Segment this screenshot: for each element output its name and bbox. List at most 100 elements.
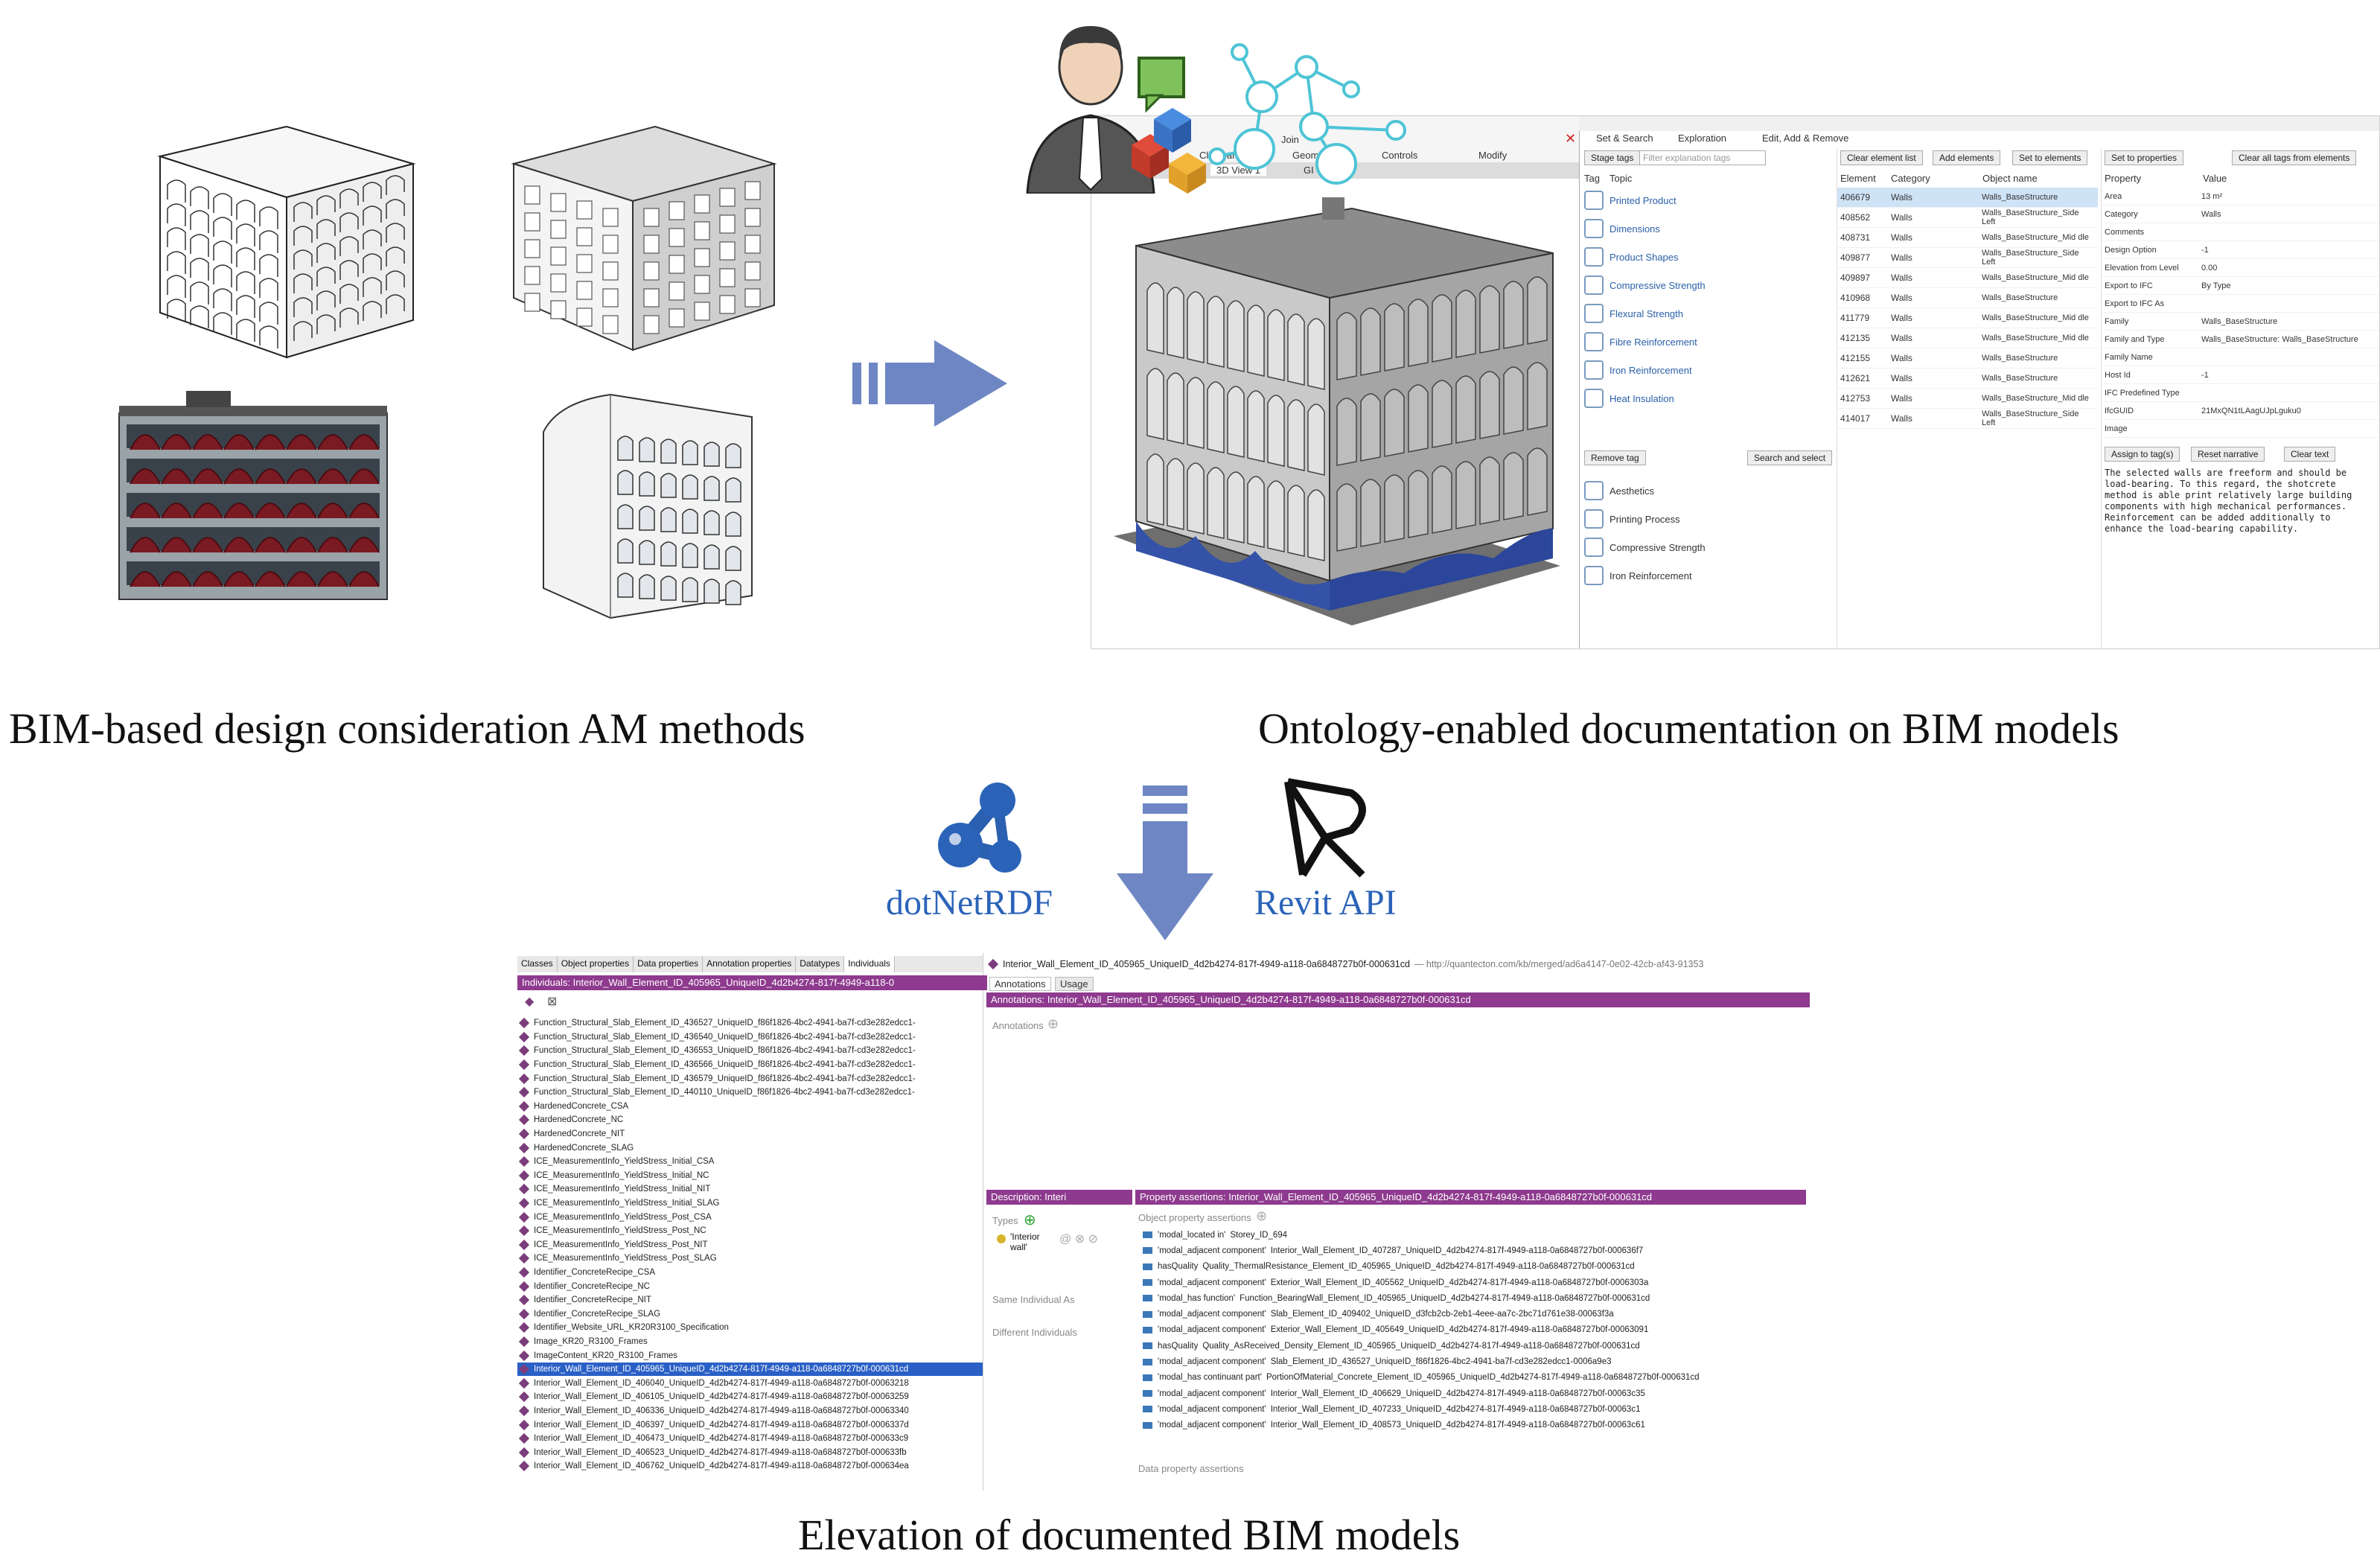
type-action-icons[interactable]: @ ⊗ ⊘ [1059,1233,1098,1246]
clear-all-tags-button[interactable]: Clear all tags from elements [2232,150,2357,165]
individual-item[interactable]: Function_Structural_Slab_Element_ID_4365… [517,1030,983,1045]
individual-item[interactable]: Interior_Wall_Element_ID_406105_UniqueID… [517,1390,983,1404]
delete-individual-icon[interactable]: ⊠ [547,995,558,1008]
tag-item[interactable]: Iron Reinforcement [1580,356,1833,384]
property-row[interactable]: Family Name [2102,348,2379,366]
assertion-row[interactable]: 'modal_adjacent component'Exterior_Wall_… [1143,1275,1809,1290]
individual-item[interactable]: Interior_Wall_Element_ID_405965_UniqueID… [517,1362,983,1377]
assertion-row[interactable]: 'modal_adjacent component'Slab_Element_I… [1143,1306,1809,1322]
stage-tags-button[interactable]: Stage tags [1584,150,1641,165]
tag-item[interactable]: Printed Product [1580,186,1833,214]
individual-item[interactable]: Interior_Wall_Element_ID_406473_UniqueID… [517,1432,983,1446]
individual-item[interactable]: Function_Structural_Slab_Element_ID_4365… [517,1071,983,1086]
set-to-properties-button[interactable]: Set to properties [2105,150,2184,165]
property-row[interactable]: Comments [2102,223,2379,241]
narrative-textarea[interactable]: The selected walls are freeform and shou… [2105,468,2352,534]
individual-item[interactable]: Interior_Wall_Element_ID_406040_UniqueID… [517,1376,983,1390]
individual-item[interactable]: Function_Structural_Slab_Element_ID_4365… [517,1044,983,1058]
tag-item[interactable]: Flexural Strength [1580,299,1833,328]
individual-item[interactable]: HardenedConcrete_NIT [517,1127,983,1141]
set-to-elements-button[interactable]: Set to elements [2012,150,2088,165]
individual-item[interactable]: HardenedConcrete_CSA [517,1100,983,1114]
tab-exploration[interactable]: Exploration [1678,133,1727,144]
individual-item[interactable]: Identifier_ConcreteRecipe_NIT [517,1293,983,1307]
assign-to-tags-button[interactable]: Assign to tag(s) [2105,447,2180,462]
assertion-row[interactable]: 'modal_adjacent component'Exterior_Wall_… [1143,1322,1809,1338]
ribbon-controls[interactable]: Controls [1382,150,1418,161]
tag-item[interactable]: Dimensions [1580,214,1833,243]
ribbon-join[interactable]: Join [1281,134,1299,145]
assertion-row[interactable]: 'modal_has function'Function_BearingWall… [1143,1290,1809,1306]
assertion-row[interactable]: 'modal_adjacent component'Interior_Wall_… [1143,1401,1809,1417]
remove-tag-button[interactable]: Remove tag [1584,450,1646,465]
assertion-row[interactable]: 'modal_adjacent component'Interior_Wall_… [1143,1386,1809,1401]
tab-set-search[interactable]: Set & Search [1596,133,1653,144]
tag-item[interactable]: Heat Insulation [1580,384,1833,412]
add-object-assertion-icon[interactable]: ⊕ [1256,1208,1268,1223]
tab-edit-add-remove[interactable]: Edit, Add & Remove [1762,133,1849,144]
individual-item[interactable]: ICE_MeasurementInfo_YieldStress_Post_SLA… [517,1252,983,1266]
individual-item[interactable]: HardenedConcrete_SLAG [517,1141,983,1155]
tab-usage[interactable]: Usage [1055,977,1094,991]
assertion-row[interactable]: 'modal_adjacent component'Interior_Wall_… [1143,1418,1809,1433]
property-row[interactable]: Design Option-1 [2102,241,2379,259]
individual-item[interactable]: ImageContent_KR20_R3100_Frames [517,1348,983,1363]
individual-item[interactable]: Identifier_Website_URL_KR20R3100_Specifi… [517,1321,983,1335]
staged-tag-item[interactable]: Printing Process [1580,505,1833,533]
individual-item[interactable]: ICE_MeasurementInfo_YieldStress_Initial_… [517,1169,983,1183]
add-annotation-icon[interactable]: ⊕ [1047,1016,1059,1031]
type-value[interactable]: 'Interior wall' [1010,1231,1040,1252]
tab-annotations[interactable]: Annotations [989,977,1051,991]
individual-item[interactable]: Function_Structural_Slab_Element_ID_4365… [517,1016,983,1030]
individual-item[interactable]: Interior_Wall_Element_ID_406762_UniqueID… [517,1459,983,1473]
tag-item[interactable]: Fibre Reinforcement [1580,328,1833,356]
assertion-row[interactable]: 'modal_adjacent component'Interior_Wall_… [1143,1243,1809,1258]
revit-3d-view[interactable] [1091,179,1579,648]
individual-item[interactable]: Function_Structural_Slab_Element_ID_4401… [517,1086,983,1100]
property-row[interactable]: Image [2102,420,2379,438]
staged-tag-item[interactable]: Compressive Strength [1580,533,1833,561]
individual-item[interactable]: HardenedConcrete_NC [517,1113,983,1127]
individual-item[interactable]: ICE_MeasurementInfo_YieldStress_Initial_… [517,1196,983,1211]
clear-element-list-button[interactable]: Clear element list [1840,150,1923,165]
protege-tab[interactable]: Datatypes [796,956,845,972]
filter-input[interactable]: Filter explanation tags [1639,150,1766,165]
protege-tab[interactable]: Data properties [634,956,704,972]
individual-item[interactable]: ICE_MeasurementInfo_YieldStress_Post_NC [517,1224,983,1238]
property-row[interactable]: Host Id-1 [2102,366,2379,384]
property-row[interactable]: Export to IFC As [2102,295,2379,313]
add-elements-button[interactable]: Add elements [1933,150,2001,165]
assertion-row[interactable]: 'modal_adjacent component'Slab_Element_I… [1143,1354,1809,1369]
protege-tab[interactable]: Individuals [844,956,895,972]
individual-item[interactable]: ICE_MeasurementInfo_YieldStress_Initial_… [517,1155,983,1169]
property-row[interactable]: IFC Predefined Type [2102,384,2379,402]
assertion-row[interactable]: 'modal_has continuant part'PortionOfMate… [1143,1370,1809,1386]
view-tab-gi[interactable]: GI [1304,165,1314,176]
individual-item[interactable]: Interior_Wall_Element_ID_406523_UniqueID… [517,1445,983,1459]
individual-item[interactable]: Function_Structural_Slab_Element_ID_4365… [517,1058,983,1072]
individual-item[interactable]: Identifier_ConcreteRecipe_NC [517,1279,983,1293]
staged-tag-item[interactable]: Iron Reinforcement [1580,561,1833,590]
search-select-button[interactable]: Search and select [1747,450,1833,465]
ribbon-modify[interactable]: Modify [1478,150,1508,161]
staged-tag-item[interactable]: Aesthetics [1580,477,1833,505]
